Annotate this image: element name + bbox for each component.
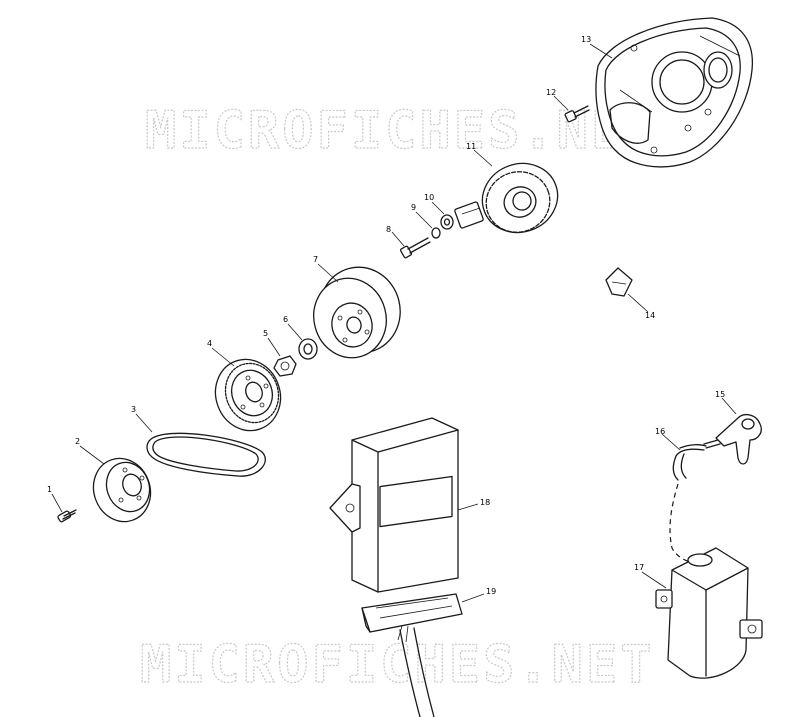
part-5-nut[interactable]	[273, 355, 297, 377]
part-11-stator[interactable]	[454, 153, 567, 243]
callout-labels: 1 2 3 4 5 6 7 8 9 10 11 12 13 14 15 16 1…	[47, 35, 725, 596]
part-10-washer[interactable]	[440, 214, 454, 230]
callout-9: 9	[411, 203, 416, 212]
callout-19: 19	[486, 587, 496, 596]
part-16-hose[interactable]	[672, 444, 707, 481]
callout-1: 1	[47, 485, 52, 494]
callout-4: 4	[207, 339, 212, 348]
part-14-clip[interactable]	[605, 267, 633, 297]
callout-14: 14	[645, 311, 655, 320]
watermark-bottom: MICROFICHES.NET	[140, 635, 655, 695]
watermark-top: MICROFICHES.NET	[145, 101, 660, 161]
callout-2: 2	[75, 437, 80, 446]
part-4-gear-wheel[interactable]	[206, 350, 291, 440]
part-9-lock-washer[interactable]	[431, 227, 441, 239]
part-2-pulley-cup[interactable]	[85, 450, 160, 529]
part-12-bolt[interactable]	[564, 105, 590, 123]
callout-6: 6	[283, 315, 288, 324]
callout-3: 3	[131, 405, 136, 414]
callout-16: 16	[655, 427, 665, 436]
callout-8: 8	[386, 225, 391, 234]
callout-7: 7	[313, 255, 318, 264]
callout-5: 5	[263, 329, 268, 338]
lead-wire	[669, 483, 691, 563]
part-17-ignition-coil[interactable]	[655, 547, 763, 679]
part-13-housing[interactable]	[595, 17, 754, 168]
callout-15: 15	[715, 390, 725, 399]
part-18-cdi-box[interactable]	[329, 417, 459, 593]
callout-17: 17	[634, 563, 644, 572]
part-7-flywheel[interactable]	[305, 258, 410, 366]
callout-12: 12	[546, 88, 556, 97]
callout-13: 13	[581, 35, 591, 44]
callout-18: 18	[480, 498, 490, 507]
part-3-belt[interactable]	[146, 432, 266, 477]
part-8-bolt[interactable]	[399, 237, 431, 259]
callout-11: 11	[466, 142, 476, 151]
part-1-bolt[interactable]	[57, 509, 77, 523]
part-15-plug-cap[interactable]	[703, 413, 762, 465]
leader-lines	[51, 43, 737, 603]
callout-10: 10	[424, 193, 434, 202]
part-6-washer[interactable]	[298, 338, 318, 360]
part-19-connector[interactable]	[361, 593, 463, 717]
